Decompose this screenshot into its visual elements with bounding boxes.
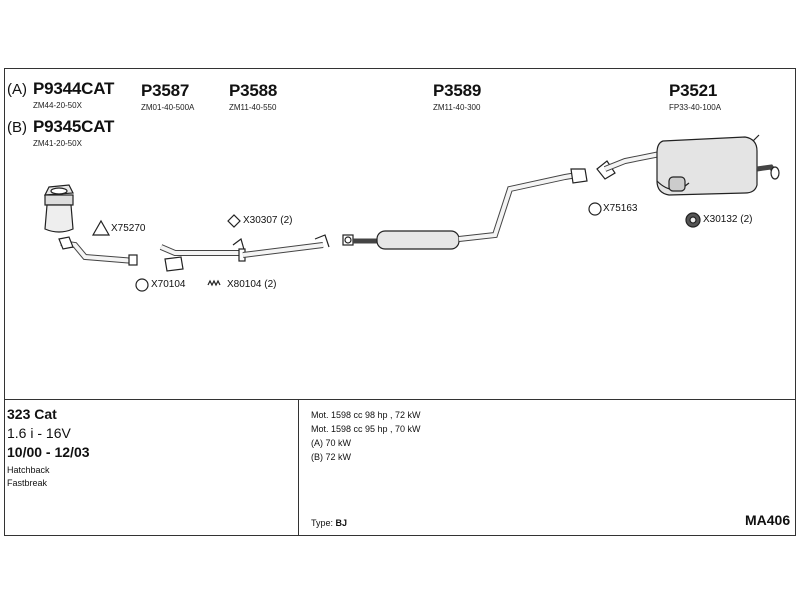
catalytic-converter-part bbox=[43, 184, 74, 233]
vehicle-info-panel: 323 Cat 1.6 i - 16V 10/00 - 12/03 Hatchb… bbox=[5, 399, 795, 536]
oem-ref-p3588: ZM11-40-550 bbox=[229, 103, 277, 112]
part-number-p9345cat[interactable]: P9345CAT bbox=[33, 117, 115, 136]
spring-x80104-icon bbox=[207, 279, 221, 287]
motor-spec-2: Mot. 1598 cc 95 hp , 70 kW bbox=[311, 424, 421, 434]
fitting-x75270[interactable]: X75270 bbox=[111, 223, 146, 234]
front-pipe-part bbox=[58, 236, 138, 266]
fitting-x75163[interactable]: X75163 bbox=[603, 203, 638, 214]
part-number-p3589[interactable]: P3589 bbox=[433, 81, 482, 100]
variant-a-label: (A) bbox=[7, 81, 27, 98]
type-field: Type: BJ bbox=[311, 518, 347, 528]
oem-ref-p3587: ZM01-40-500A bbox=[141, 103, 195, 112]
part-number-p3588[interactable]: P3588 bbox=[229, 81, 278, 100]
part-number-p9344cat[interactable]: P9344CAT bbox=[33, 79, 115, 98]
part-number-p3587[interactable]: P3587 bbox=[141, 81, 190, 100]
vehicle-engine: 1.6 i - 16V bbox=[7, 425, 71, 441]
vehicle-years: 10/00 - 12/03 bbox=[7, 444, 90, 460]
p3588-pipe-part bbox=[242, 234, 330, 258]
p3521-rear-silencer-part bbox=[596, 134, 780, 196]
motor-spec-a: (A) 70 kW bbox=[311, 438, 352, 448]
oem-ref-p9345cat: ZM41-20-50X bbox=[33, 139, 82, 148]
type-label: Type: bbox=[311, 518, 334, 528]
fitting-x70104[interactable]: X70104 bbox=[151, 279, 186, 290]
oem-ref-p3589: ZM11-40-300 bbox=[433, 103, 481, 112]
oem-ref-p3521: FP33-40-100A bbox=[669, 103, 722, 112]
type-value: BJ bbox=[335, 518, 348, 528]
body-type-hatchback: Hatchback bbox=[7, 465, 50, 475]
ring-x70104-icon bbox=[135, 278, 149, 292]
body-type-fastbreak: Fastbreak bbox=[7, 478, 48, 488]
diagram-id: MA406 bbox=[745, 512, 791, 528]
oem-ref-p9344cat: ZM44-20-50X bbox=[33, 101, 82, 110]
fitting-x30307[interactable]: X30307 (2) bbox=[243, 215, 293, 226]
motor-spec-1: Mot. 1598 cc 98 hp , 72 kW bbox=[311, 410, 421, 420]
exhaust-diagram-sheet: (A) P9344CAT ZM44-20-50X (B) P9345CAT ZM… bbox=[4, 68, 796, 536]
gasket-x75270-icon bbox=[91, 219, 111, 236]
exhaust-drawing bbox=[43, 134, 780, 292]
ring-x75163-icon bbox=[588, 202, 602, 216]
gasket-x30307-icon bbox=[227, 214, 241, 228]
fitting-x30132[interactable]: X30132 (2) bbox=[703, 214, 753, 225]
part-number-p3521[interactable]: P3521 bbox=[669, 81, 718, 100]
fitting-x80104[interactable]: X80104 (2) bbox=[227, 279, 277, 290]
p3589-silencer-part bbox=[342, 168, 588, 250]
vehicle-model: 323 Cat bbox=[7, 406, 57, 422]
panel-divider bbox=[298, 400, 299, 536]
p3587-pipe-part bbox=[159, 237, 246, 272]
variant-b-label: (B) bbox=[7, 119, 27, 136]
motor-spec-b: (B) 72 kW bbox=[311, 452, 352, 462]
